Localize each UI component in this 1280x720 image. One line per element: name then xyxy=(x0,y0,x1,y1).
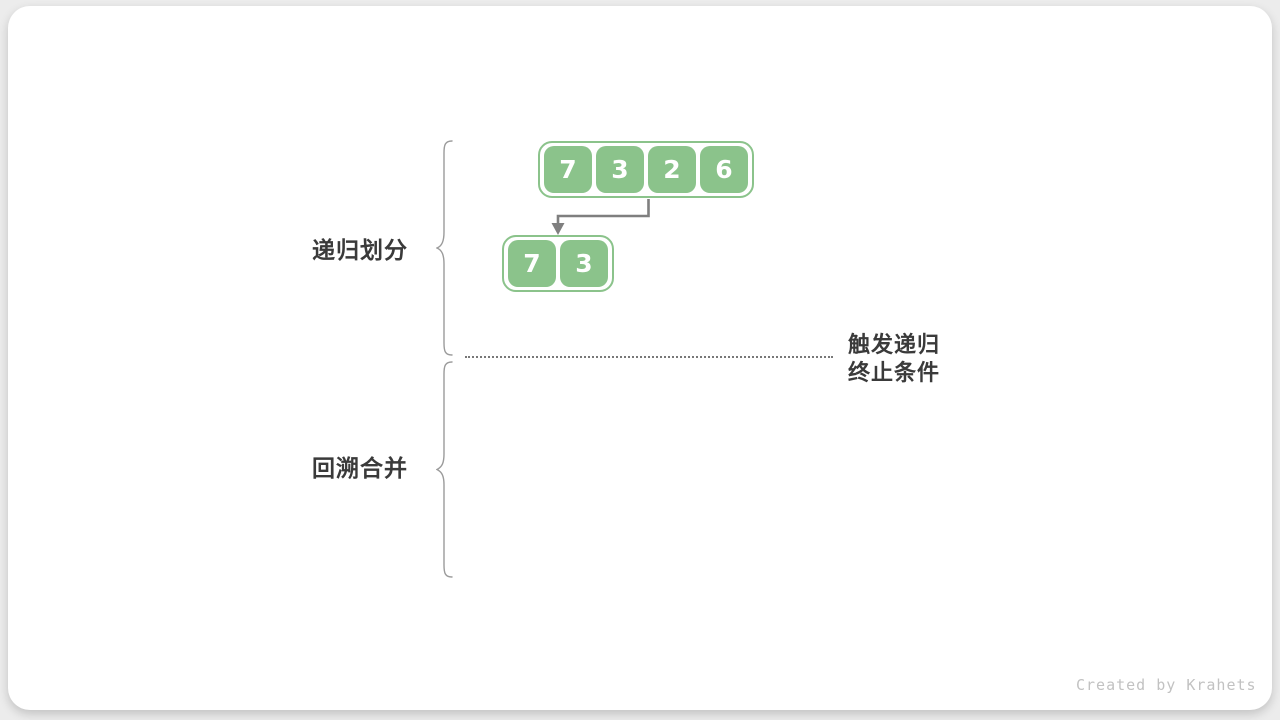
termination-annotation-line1: 触发递归 xyxy=(848,332,941,357)
divide-arrow-icon xyxy=(551,199,650,235)
credit-text: Created by Krahets xyxy=(1076,676,1257,694)
termination-annotation: 触发递归 终止条件 xyxy=(848,331,940,387)
array-cell: 2 xyxy=(648,146,696,193)
recursion-boundary-dotted-line xyxy=(465,356,833,358)
array-cell: 7 xyxy=(508,240,556,287)
card-background xyxy=(8,6,1272,710)
array-level-1: 7 3 2 6 xyxy=(538,141,754,198)
array-cell: 3 xyxy=(560,240,608,287)
array-cell: 3 xyxy=(596,146,644,193)
termination-annotation-line2: 终止条件 xyxy=(848,360,941,385)
phase-label-backtrack-merge: 回溯合并 xyxy=(312,455,408,481)
curly-brace-backtrack-merge xyxy=(436,361,453,578)
array-cell: 7 xyxy=(544,146,592,193)
phase-label-recursive-divide: 递归划分 xyxy=(312,237,408,263)
array-cell: 6 xyxy=(700,146,748,193)
array-level-2: 7 3 xyxy=(502,235,614,292)
curly-brace-recursive-divide xyxy=(436,140,453,356)
